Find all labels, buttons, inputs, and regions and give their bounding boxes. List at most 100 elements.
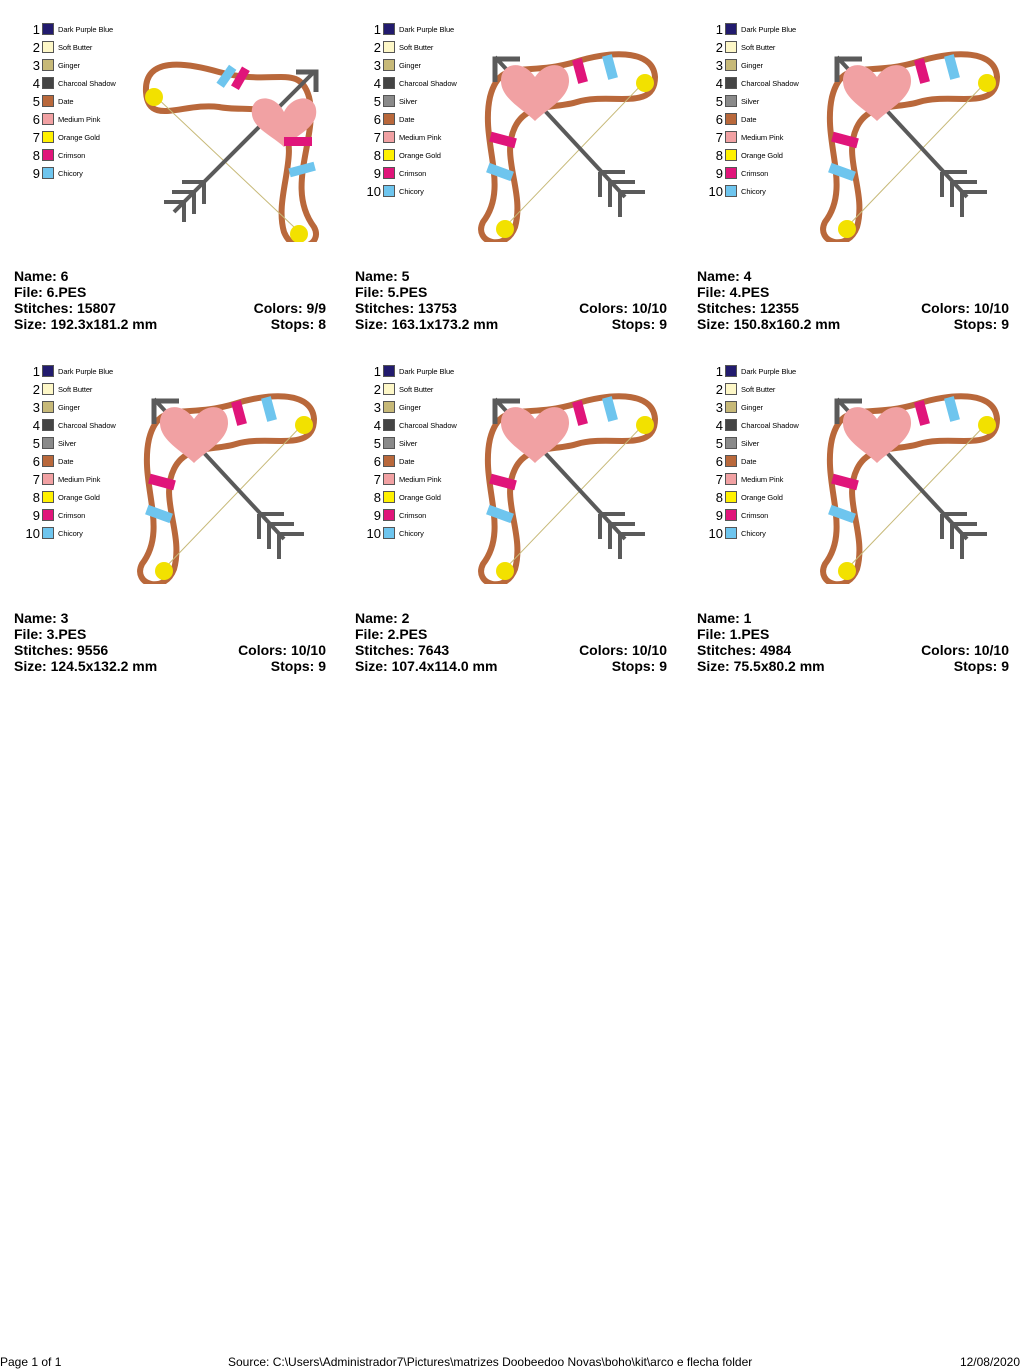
color-swatch bbox=[725, 149, 737, 161]
palette-number: 7 bbox=[373, 130, 381, 145]
color-swatch bbox=[383, 383, 395, 395]
color-swatch bbox=[383, 527, 395, 539]
thread-name: Ginger bbox=[399, 403, 421, 412]
palette-number: 8 bbox=[373, 490, 381, 505]
design-file: File: 4.PES bbox=[697, 284, 770, 300]
palette-number: 4 bbox=[373, 76, 381, 91]
color-swatch bbox=[725, 365, 737, 377]
palette-number: 6 bbox=[32, 454, 40, 469]
thread-name: Date bbox=[399, 115, 415, 124]
color-swatch bbox=[725, 527, 737, 539]
thread-name: Silver bbox=[741, 97, 760, 106]
bow-arrow-design-preview bbox=[124, 17, 334, 250]
palette-number: 6 bbox=[373, 112, 381, 127]
color-swatch bbox=[42, 473, 54, 485]
palette-number: 8 bbox=[715, 490, 723, 505]
design-colors: Colors: 10/10 bbox=[238, 642, 326, 658]
thread-name: Crimson bbox=[58, 151, 86, 160]
color-swatch bbox=[383, 455, 395, 467]
design-name: Name: 2 bbox=[355, 610, 410, 626]
thread-name: Orange Gold bbox=[399, 493, 441, 502]
thread-name: Charcoal Shadow bbox=[741, 421, 799, 430]
color-swatch bbox=[383, 419, 395, 431]
palette-number: 7 bbox=[32, 130, 40, 145]
design-stops: Stops: 9 bbox=[270, 658, 326, 674]
thread-name: Medium Pink bbox=[399, 133, 442, 142]
design-stitches: Stitches: 4984 bbox=[697, 642, 792, 658]
thread-name: Ginger bbox=[741, 61, 763, 70]
thread-name: Charcoal Shadow bbox=[58, 79, 116, 88]
palette-entry: 3 Ginger bbox=[355, 58, 495, 76]
palette-number: 1 bbox=[373, 364, 381, 379]
palette-number: 2 bbox=[32, 40, 40, 55]
palette-number: 3 bbox=[373, 400, 381, 415]
design-size: Size: 107.4x114.0 mm bbox=[355, 658, 498, 674]
palette-number: 4 bbox=[373, 418, 381, 433]
design-size: Size: 75.5x80.2 mm bbox=[697, 658, 825, 674]
design-colors: Colors: 10/10 bbox=[921, 642, 1009, 658]
thread-name: Silver bbox=[58, 439, 77, 448]
thread-name: Soft Butter bbox=[58, 43, 93, 52]
color-swatch bbox=[725, 491, 737, 503]
palette-number: 5 bbox=[32, 436, 40, 451]
design-name: Name: 1 bbox=[697, 610, 752, 626]
color-swatch bbox=[42, 455, 54, 467]
palette-number: 8 bbox=[373, 148, 381, 163]
bow-arrow-design-preview bbox=[465, 359, 675, 588]
color-swatch bbox=[42, 41, 54, 53]
design-name: Name: 5 bbox=[355, 268, 410, 284]
bow-arrow-design-preview bbox=[807, 359, 1017, 588]
thread-name: Date bbox=[58, 457, 74, 466]
design-stops: Stops: 9 bbox=[611, 316, 667, 332]
thread-name: Chicory bbox=[58, 529, 83, 538]
thread-name: Ginger bbox=[58, 403, 80, 412]
bow-arrow-design-preview bbox=[124, 359, 334, 588]
palette-entry: 5 Silver bbox=[14, 436, 154, 454]
thread-name: Chicory bbox=[399, 529, 424, 538]
color-swatch bbox=[42, 131, 54, 143]
color-swatch bbox=[725, 473, 737, 485]
palette-entry: 7 Medium Pink bbox=[355, 130, 495, 148]
palette-number: 5 bbox=[715, 94, 723, 109]
color-swatch bbox=[725, 167, 737, 179]
source-path: Source: C:\Users\Administrador7\Pictures… bbox=[228, 1355, 753, 1369]
palette-entry: 6 Date bbox=[14, 454, 154, 472]
design-stops: Stops: 9 bbox=[953, 316, 1009, 332]
design-stops: Stops: 9 bbox=[611, 658, 667, 674]
thread-name: Medium Pink bbox=[741, 475, 784, 484]
palette-number: 1 bbox=[32, 364, 40, 379]
palette-number: 2 bbox=[715, 382, 723, 397]
thread-name: Silver bbox=[399, 97, 418, 106]
palette-number: 3 bbox=[373, 58, 381, 73]
palette-entry: 2 Soft Butter bbox=[14, 40, 154, 58]
design-file: File: 5.PES bbox=[355, 284, 428, 300]
color-swatch bbox=[42, 149, 54, 161]
design-file: File: 2.PES bbox=[355, 626, 428, 642]
palette-number: 3 bbox=[32, 58, 40, 73]
color-swatch bbox=[725, 41, 737, 53]
thread-name: Medium Pink bbox=[58, 115, 101, 124]
palette-entry: 5 Silver bbox=[697, 94, 837, 112]
design-stitches: Stitches: 15807 bbox=[14, 300, 116, 316]
design-stitches: Stitches: 9556 bbox=[14, 642, 109, 658]
thread-name: Dark Purple Blue bbox=[741, 367, 797, 376]
design-size: Size: 163.1x173.2 mm bbox=[355, 316, 499, 332]
palette-number: 5 bbox=[715, 436, 723, 451]
thread-name: Ginger bbox=[399, 61, 421, 70]
palette-number: 5 bbox=[373, 436, 381, 451]
